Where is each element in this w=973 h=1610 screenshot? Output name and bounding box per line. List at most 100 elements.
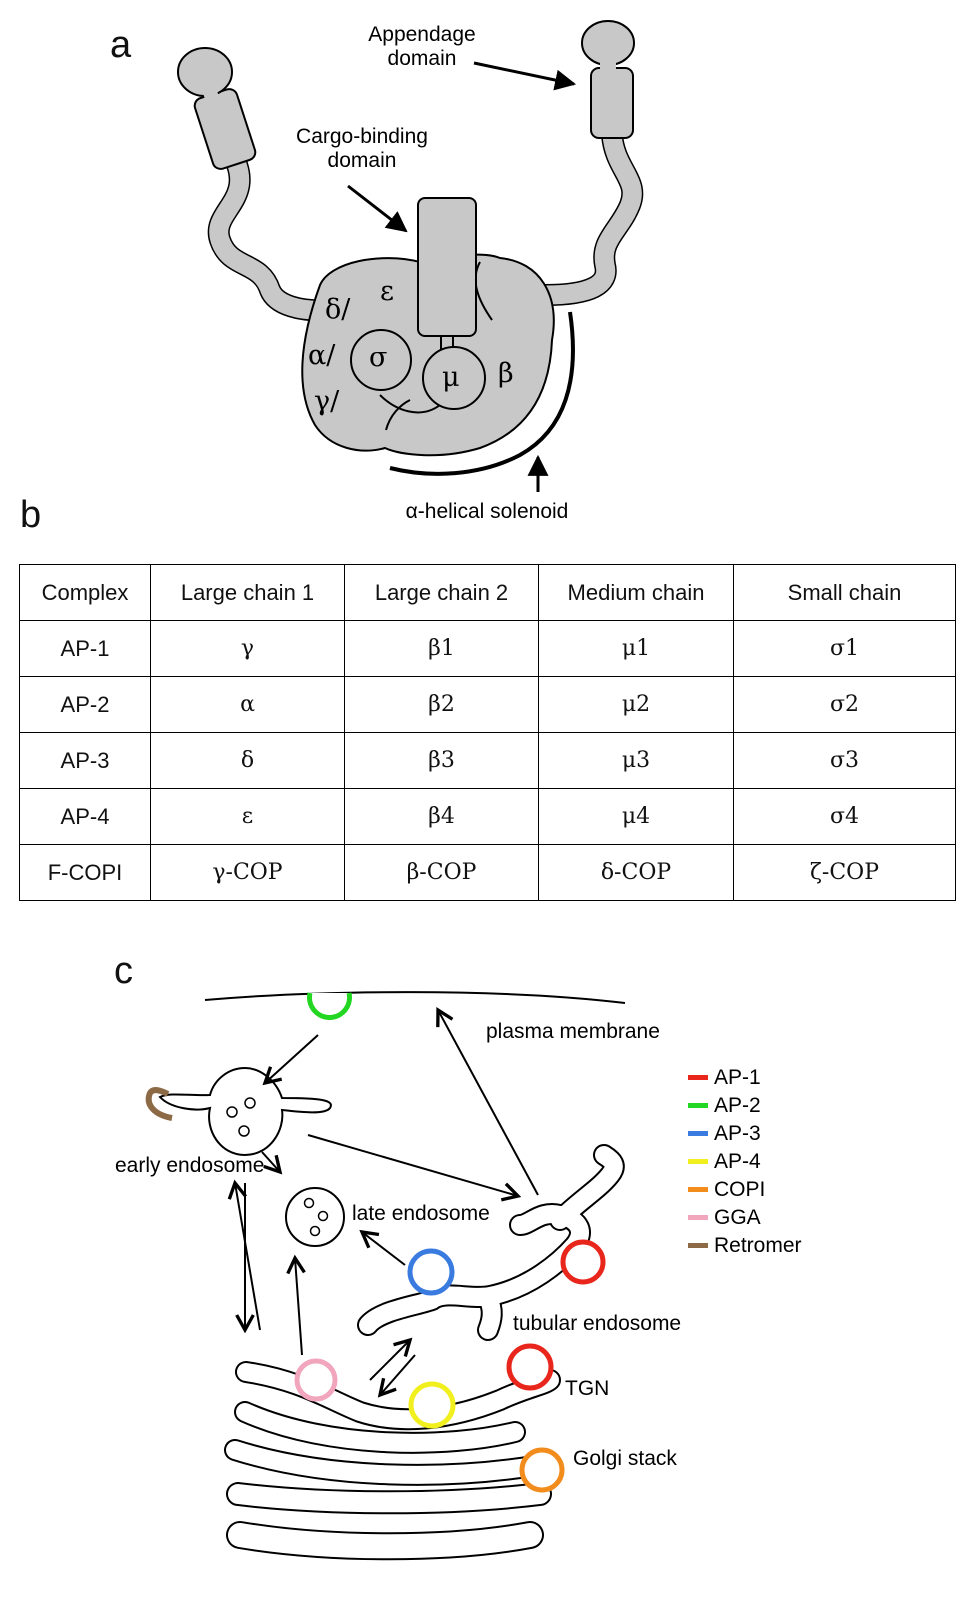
legend-label: AP-1 [714,1066,761,1089]
panel-a-letter: a [110,24,132,66]
legend-swatch-ap3 [688,1131,708,1136]
retromer-coat [145,1087,173,1121]
arrow-ap3-to-le [362,1232,406,1266]
table-cell: AP-4 [19,788,151,845]
sigma-label: σ [369,342,387,373]
table-cell: μ4 [538,788,734,845]
panel-c-letter: c [114,950,133,992]
late-endosome [285,1187,345,1247]
right-appendage-head [581,20,635,66]
header-cell: Complex [19,564,151,621]
table-cell: AP-3 [19,732,151,789]
table-cell: ζ-COP [733,844,956,901]
arrow-ee-up [235,1183,261,1331]
arrow-ee-to-te [307,1134,518,1196]
arrow-pm-to-ee [265,1034,319,1083]
ap2-coat [307,992,352,1020]
beta-label: β [498,358,514,389]
cargo-label-1: Cargo-binding [296,125,428,148]
legend-swatch-copi [688,1187,708,1192]
mu-label: μ [442,362,460,393]
table-cell: AP-1 [19,620,151,677]
table-header-row: Complex Large chain 1 Large chain 2 Medi… [19,564,956,621]
table-cell: μ3 [538,732,734,789]
tubular-endosome [357,1144,625,1341]
cargo-label-2: domain [328,149,397,172]
ap-subunit-table: Complex Large chain 1 Large chain 2 Medi… [19,564,956,901]
solenoid-line [389,311,575,476]
table-cell: σ4 [733,788,956,845]
header-cell: Large chain 1 [150,564,345,621]
legend-label: AP-3 [714,1122,761,1145]
panel-b-letter: b [20,494,42,536]
ap1-coat-tubular [560,1239,606,1285]
solenoid-label: α-helical solenoid [406,500,569,523]
legend-swatch-gga [688,1215,708,1220]
alpha-label: α/ [308,340,336,371]
legend-label: COPI [714,1178,765,1201]
late-endosome-label: late endosome [352,1202,490,1225]
table-row: AP-1 γ β1 μ1 σ1 [19,620,956,677]
arrow-ee-to-le [261,1151,280,1172]
table-row: AP-3 δ β3 μ3 σ3 [19,732,956,789]
tgn-label: TGN [565,1377,609,1400]
table-cell: γ [150,620,345,677]
table-cell: F-COPI [19,844,151,901]
table-cell: σ1 [733,620,956,677]
legend-label: AP-4 [714,1150,761,1173]
appendage-arrow [473,61,577,91]
table-cell: β2 [344,676,539,733]
legend-label: Retromer [714,1234,802,1257]
table-row: F-COPI γ-COP β-COP δ-COP ζ-COP [19,844,956,901]
header-cell: Medium chain [538,564,734,621]
right-appendage-platform [590,67,634,139]
copi-coat [519,1447,565,1493]
arrow-te-to-tgn [380,1354,416,1395]
cargo-binding-domain [417,197,477,337]
legend-label: AP-2 [714,1094,761,1117]
golgi-stack [224,1401,552,1561]
header-cell: Small chain [733,564,956,621]
ap1-coat-tgn [506,1343,554,1391]
table-cell: AP-2 [19,676,151,733]
legend-swatch-ap1 [688,1075,708,1080]
sigma-subunit [350,329,412,391]
legend-swatch-ap4 [688,1159,708,1164]
epsilon-label: ε [380,276,394,307]
gamma-label: γ/ [314,386,340,417]
appendage-label-1: Appendage [368,23,475,46]
legend-swatch-ap2 [688,1103,708,1108]
ap3-coat [407,1248,455,1296]
header-cell: Large chain 2 [344,564,539,621]
appendage-label-2: domain [388,47,457,70]
mu-subunit [422,346,486,410]
tgn-cisterna [235,1361,561,1431]
table-cell: β1 [344,620,539,677]
table-cell: σ2 [733,676,956,733]
legend-swatch-retromer [688,1243,708,1248]
table-cell: β-COP [344,844,539,901]
plasma-membrane [204,991,626,1004]
table-cell: δ [150,732,345,789]
golgi-stack-label: Golgi stack [573,1447,677,1470]
delta-label: δ/ [325,294,351,325]
table-cell: μ2 [538,676,734,733]
table-cell: σ3 [733,732,956,789]
table-cell: ε [150,788,345,845]
early-endosome-label: early endosome [115,1154,264,1177]
ap-complex-diagram: Appendage domain Cargo-binding domain α-… [177,20,644,523]
coat-legend: AP-1 AP-2 AP-3 AP-4 COPI GGA Retromer [688,1066,802,1257]
plasma-membrane-label: plasma membrane [486,1020,660,1043]
legend-label: GGA [714,1206,761,1229]
cargo-arrow [347,184,408,233]
left-appendage-head [177,47,233,97]
table-cell: α [150,676,345,733]
table-cell: β3 [344,732,539,789]
left-appendage-platform [193,88,257,170]
arrow-te-to-pm [438,1010,539,1196]
table-cell: δ-COP [538,844,734,901]
arrow-tgn-to-te [369,1340,410,1381]
tubular-endosome-label: tubular endosome [513,1312,681,1335]
table-row: AP-2 α β2 μ2 σ2 [19,676,956,733]
early-endosome [158,1066,332,1157]
